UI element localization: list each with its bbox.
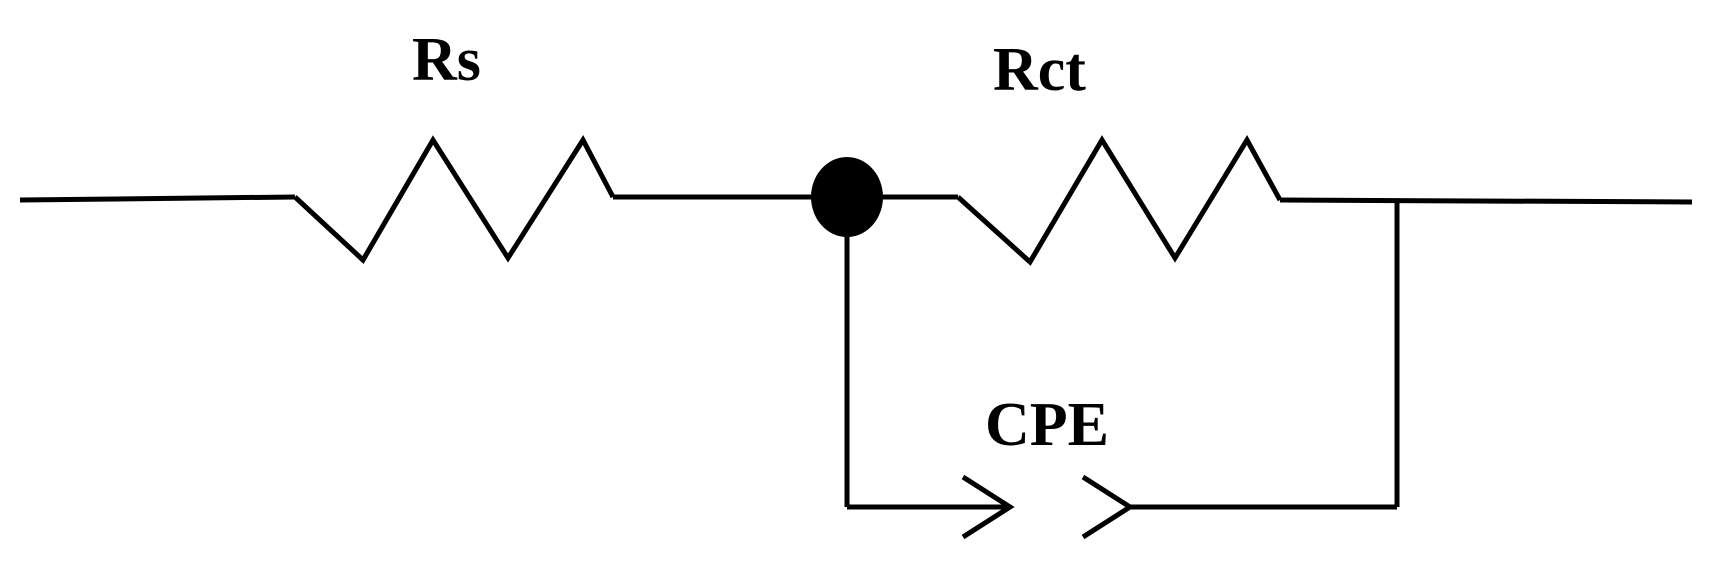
rct-resistor bbox=[956, 135, 1283, 266]
left-lead-wire bbox=[19, 194, 296, 203]
right-lead-wire bbox=[1279, 197, 1693, 205]
cpe-label: CPE bbox=[985, 391, 1109, 459]
junction-node bbox=[811, 157, 883, 237]
rs-resistor bbox=[293, 135, 616, 264]
cpe-right-plate bbox=[1081, 474, 1135, 540]
cpe-left-plate bbox=[961, 474, 1015, 540]
rs-label: Rs bbox=[412, 26, 481, 94]
rct-label: Rct bbox=[993, 36, 1086, 104]
